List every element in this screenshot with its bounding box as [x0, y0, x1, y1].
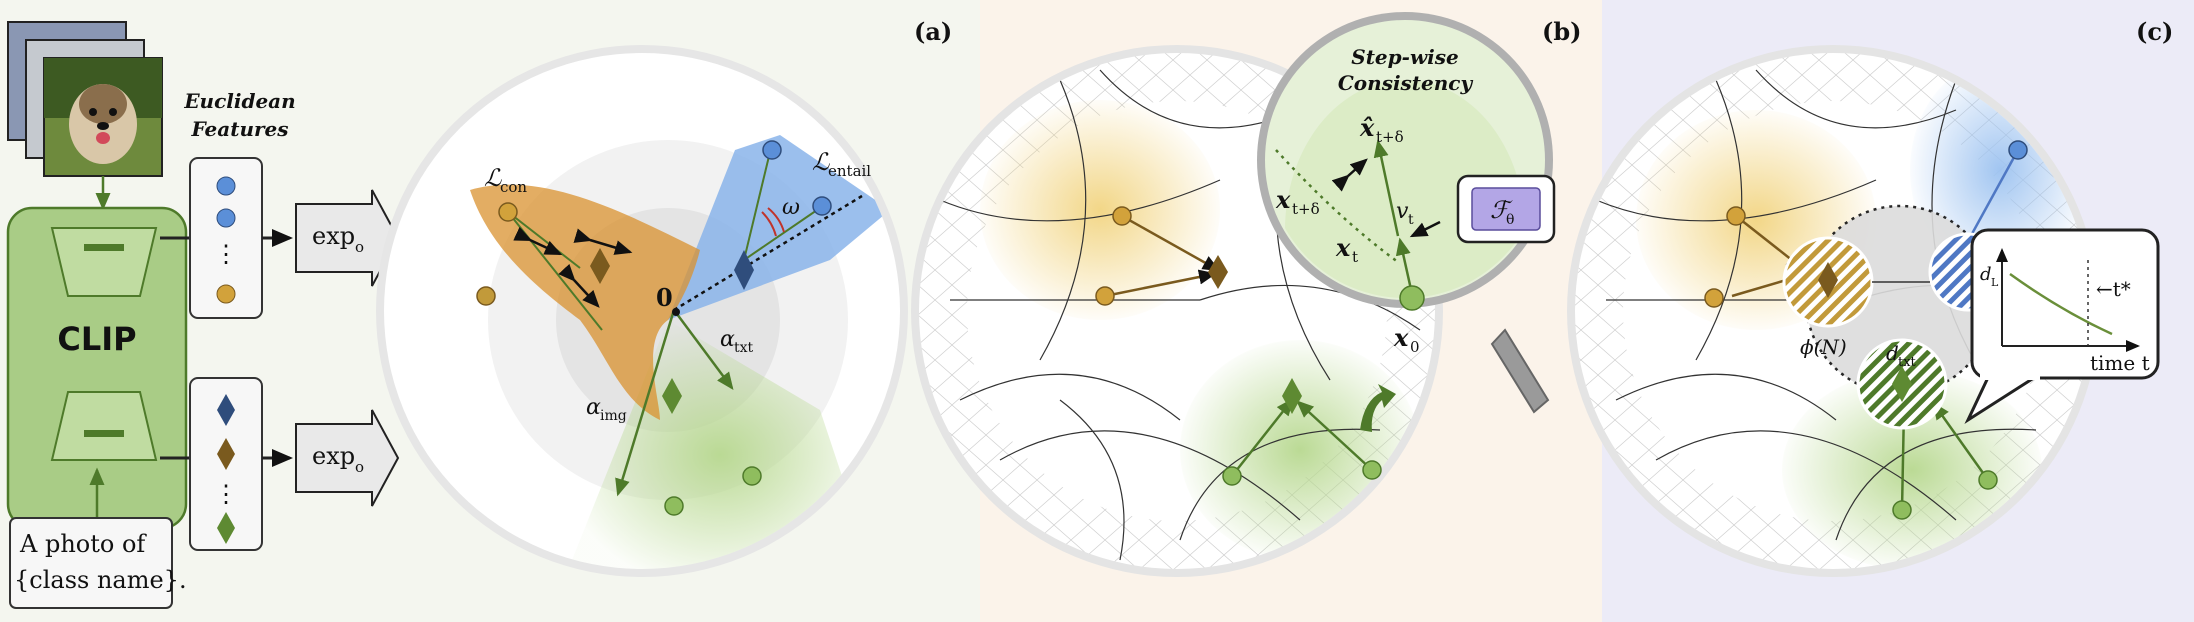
loss-entail-label: ℒ: [812, 148, 830, 176]
text-node-brown: [1818, 262, 1838, 298]
inset-y-subscript: L: [1991, 276, 1999, 289]
image-stack: [7, 21, 163, 177]
exp-label: exp: [312, 222, 355, 250]
feature-diamond-brown: [217, 438, 235, 470]
features-title-line-1: Euclidean: [183, 89, 295, 113]
feature-dot-gold: [216, 284, 236, 304]
alpha-txt-label: α: [720, 327, 735, 352]
d-txt-subscript: txt: [1898, 355, 1917, 370]
image-node-gold: [1726, 206, 1746, 226]
image-node-gold: [1704, 288, 1724, 308]
yellow-cone: [980, 100, 1220, 320]
v-t-label: v: [1396, 199, 1409, 224]
x0-point: [1399, 285, 1425, 311]
text-embedding-navy: [734, 250, 754, 290]
panel-a-label: (a): [914, 17, 952, 46]
embedding-point-gold: [476, 286, 496, 306]
feature-dot-blue: [216, 208, 236, 228]
feature-ellipsis: ⋮: [214, 480, 238, 508]
alpha-img-subscript: img: [600, 408, 627, 424]
inset-x-label: time t: [2090, 351, 2150, 375]
embedding-point-blue: [762, 140, 782, 160]
loss-entail-subscript: entail: [828, 162, 871, 180]
text-node-green: [1892, 366, 1912, 402]
exp-map-top: exp o: [295, 189, 400, 287]
x-t-label: x: [1335, 233, 1351, 262]
image-node-blue: [2008, 140, 2028, 160]
text-embedding-brown: [590, 248, 610, 284]
image-encoder-icon: [50, 227, 158, 297]
embedding-point-green: [742, 466, 762, 486]
text-embedding-green: [662, 378, 682, 414]
green-cone: [1782, 370, 2042, 569]
feature-diamond-navy: [217, 394, 235, 426]
x-hat-subscript: t+δ: [1376, 128, 1404, 146]
alpha-txt-subscript: txt: [734, 340, 754, 356]
exp-map-bottom: exp o: [295, 409, 400, 507]
distance-plot-callout: d L ←t* time t: [1964, 228, 2160, 425]
origin-label: 0: [656, 283, 673, 312]
text-node-green: [1282, 378, 1302, 414]
embedding-point-green: [664, 496, 684, 516]
inset-distance-curve: [2009, 272, 2113, 336]
omega-label: ω: [782, 195, 800, 220]
embedding-point-blue: [812, 196, 832, 216]
inset-y-label: d: [1980, 264, 1992, 285]
image-node-green: [1892, 500, 1912, 520]
image-node-green: [1978, 470, 1998, 490]
alpha-txt-arrow: [672, 309, 734, 391]
image-node-green: [1362, 460, 1382, 480]
feature-diamond-green: [217, 512, 235, 544]
text-encoder-icon: [50, 391, 158, 461]
x-hat-label: x̂: [1359, 113, 1375, 142]
image-node-green: [1222, 466, 1242, 486]
x-t-delta-label: x: [1275, 185, 1291, 214]
text-node-brown: [1208, 255, 1228, 289]
lens-title-line-1: Step-wise: [1351, 45, 1459, 69]
prompt-line-1: A photo of: [19, 530, 147, 558]
prompt-line-2: {class name}.: [14, 566, 187, 594]
exp-subscript: o: [355, 238, 364, 256]
magnifier: Step-wise Consistency x̂ t+δ x t+δ x t x…: [1257, 12, 1556, 414]
x0-subscript: 0: [1410, 338, 1420, 356]
loss-con-subscript: con: [500, 178, 527, 196]
clip-label: CLIP: [57, 320, 136, 358]
zoom-arrow-icon: [1360, 384, 1396, 432]
loss-con-label: ℒ: [484, 164, 502, 192]
model-subscript: θ: [1506, 212, 1514, 228]
exp-subscript: o: [355, 458, 364, 476]
image-node-gold: [1095, 286, 1115, 306]
x-t-subscript: t: [1352, 248, 1358, 266]
inset-t-star: ←t*: [2096, 277, 2131, 301]
x-t-delta-subscript: t+δ: [1292, 200, 1320, 218]
embedding-point-gold: [498, 202, 518, 222]
panel-c-label: (c): [2136, 17, 2173, 46]
v-t-subscript: t: [1408, 212, 1414, 228]
image-node-gold: [1112, 206, 1132, 226]
features-title-line-2: Features: [190, 117, 288, 141]
panel-b-label: (b): [1542, 17, 1582, 46]
prompt-box: [9, 517, 173, 609]
exp-label: exp: [312, 442, 355, 470]
feature-dot-blue: [216, 176, 236, 196]
lens-title-line-2: Consistency: [1338, 71, 1474, 95]
text-entailment-cone: [668, 135, 890, 320]
magnifier-handle: [1490, 328, 1550, 414]
phi-label: ϕ(N): [1800, 335, 1847, 359]
d-txt-label: d: [1886, 341, 1899, 365]
origin-point: [672, 308, 680, 316]
x0-label: x: [1393, 323, 1409, 352]
model-label: ℱ: [1490, 196, 1513, 224]
alpha-img-label: α: [586, 395, 601, 420]
alpha-img-arrow: [615, 309, 676, 497]
feature-ellipsis: ⋮: [214, 240, 238, 268]
